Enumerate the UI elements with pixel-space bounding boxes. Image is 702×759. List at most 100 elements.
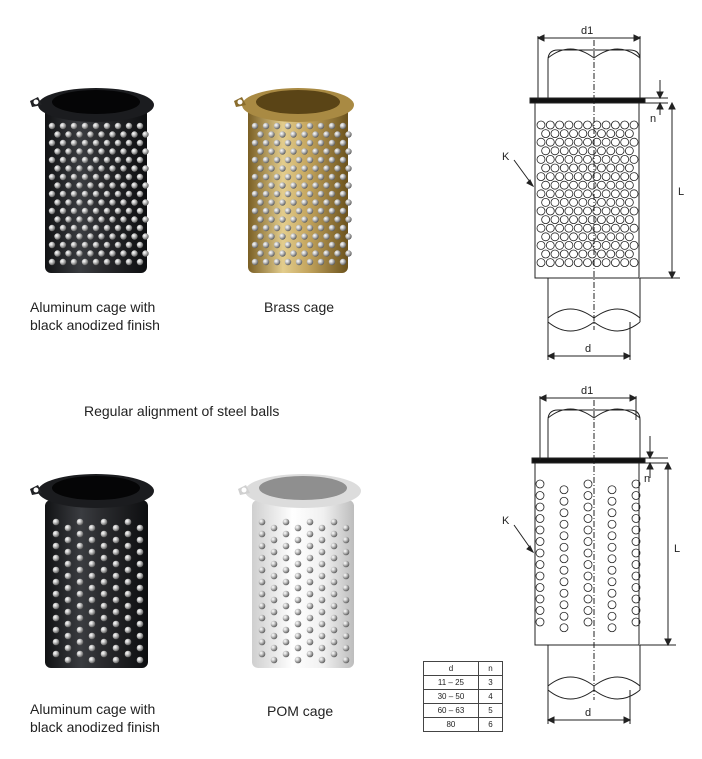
steel-ball (536, 240, 546, 250)
steel-ball (98, 216, 105, 223)
steel-ball (92, 224, 100, 232)
steel-ball (306, 614, 314, 622)
steel-ball (251, 173, 259, 181)
steel-ball (59, 173, 67, 181)
steel-ball (564, 154, 574, 164)
steel-ball (620, 258, 630, 268)
steel-ball (52, 650, 60, 658)
steel-ball (76, 638, 84, 646)
steel-ball (112, 644, 120, 652)
steel-ball (597, 163, 606, 173)
steel-ball (545, 154, 555, 164)
steel-ball (273, 139, 281, 147)
steel-ball (318, 656, 326, 664)
steel-ball (251, 122, 259, 130)
steel-ball (606, 249, 616, 259)
steel-ball (318, 620, 326, 628)
caption-line: Aluminum cage with (30, 299, 156, 315)
steel-ball (620, 120, 630, 130)
steel-ball (112, 572, 120, 580)
steel-ball (545, 137, 555, 147)
steel-ball (578, 146, 588, 156)
steel-ball (257, 250, 264, 257)
steel-ball (294, 572, 302, 580)
steel-ball (125, 207, 133, 215)
steel-ball (54, 250, 61, 257)
steel-ball (631, 491, 641, 500)
steel-ball (569, 129, 578, 139)
steel-ball (611, 240, 620, 250)
steel-ball (48, 224, 56, 232)
steel-ball (290, 182, 297, 189)
table-row: 30 – 50 4 (423, 689, 504, 704)
steel-ball (124, 650, 132, 658)
steel-ball (88, 632, 96, 640)
steel-ball (328, 207, 336, 215)
steel-ball (98, 165, 105, 172)
steel-ball (536, 223, 546, 233)
steel-ball (258, 626, 266, 634)
steel-ball (124, 590, 132, 598)
steel-ball (251, 156, 259, 164)
steel-ball (112, 524, 120, 532)
steel-ball (125, 139, 133, 147)
steel-ball (555, 240, 564, 250)
steel-ball (330, 566, 338, 574)
steel-ball (611, 120, 620, 130)
steel-ball (279, 148, 286, 155)
steel-ball (631, 537, 641, 546)
steel-ball (98, 250, 105, 257)
steel-ball (98, 199, 105, 206)
steel-ball (65, 182, 72, 189)
steel-ball (611, 258, 620, 268)
steel-ball (112, 596, 120, 604)
steel-ball (559, 508, 569, 518)
steel-ball (629, 189, 639, 199)
steel-ball (270, 632, 278, 640)
steel-ball (64, 536, 72, 544)
steel-ball (103, 207, 111, 215)
steel-ball (312, 182, 319, 189)
steel-ball (578, 163, 588, 173)
steel-ball (306, 122, 314, 130)
steel-ball (317, 258, 325, 266)
steel-ball (318, 536, 326, 544)
steel-ball (573, 240, 583, 250)
steel-ball (607, 485, 617, 495)
steel-ball (535, 548, 545, 558)
steel-ball (76, 626, 84, 634)
steel-ball (295, 122, 303, 130)
steel-ball (629, 137, 639, 147)
steel-ball (597, 180, 606, 190)
steel-ball (52, 602, 60, 610)
steel-ball (282, 542, 290, 550)
steel-ball (268, 250, 275, 257)
steel-ball (550, 180, 560, 190)
steel-ball (342, 596, 350, 604)
steel-ball (120, 131, 127, 138)
steel-ball (257, 216, 264, 223)
steel-ball (631, 571, 641, 581)
steel-ball (124, 530, 132, 538)
steel-ball (136, 596, 144, 604)
label-L-regular: L (674, 543, 680, 555)
steel-ball (258, 590, 266, 598)
steel-ball (606, 180, 616, 190)
steel-ball (76, 542, 84, 550)
steel-ball (607, 611, 617, 621)
steel-ball (59, 258, 67, 266)
steel-ball (81, 224, 89, 232)
steel-ball (583, 240, 592, 250)
steel-ball (587, 163, 597, 173)
steel-ball (290, 216, 297, 223)
steel-ball (345, 148, 352, 155)
steel-ball (631, 479, 641, 489)
steel-ball (345, 199, 352, 206)
caption-brass: Brass cage (264, 298, 334, 316)
steel-ball (541, 163, 551, 173)
steel-ball (541, 146, 551, 156)
steel-ball (342, 584, 350, 592)
steel-ball (607, 508, 617, 518)
steel-ball (268, 216, 275, 223)
